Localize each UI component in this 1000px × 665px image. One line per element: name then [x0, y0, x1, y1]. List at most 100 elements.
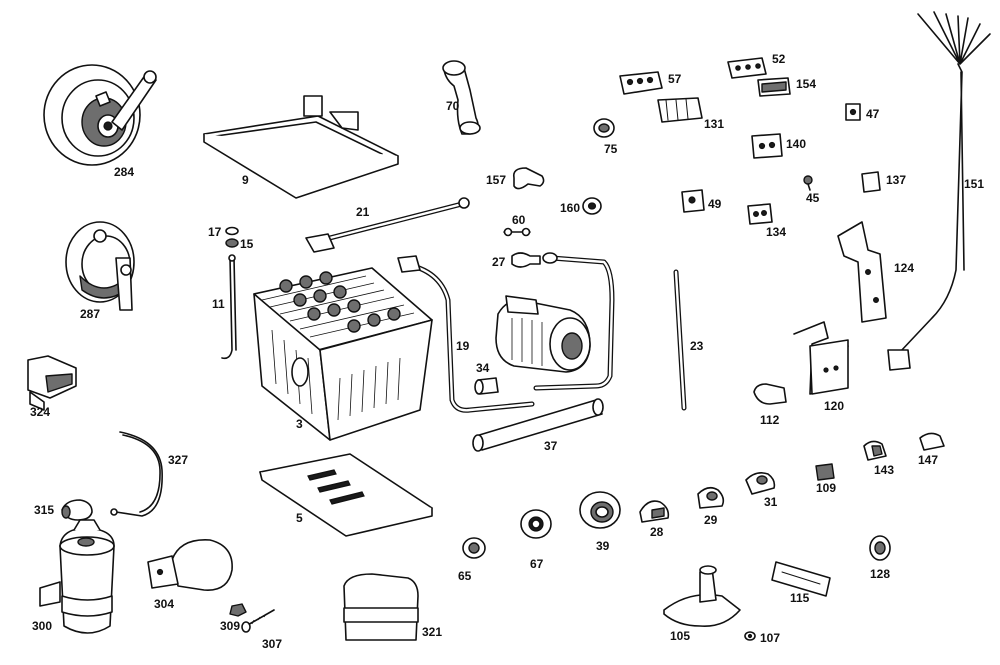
bracket-124	[837, 221, 887, 323]
label-143: 143	[874, 463, 894, 477]
washer-107	[744, 631, 756, 641]
clip-29	[697, 486, 725, 509]
cable-327	[110, 431, 163, 517]
label-47: 47	[866, 107, 880, 121]
connector-131	[657, 97, 703, 123]
label-27: 27	[492, 255, 506, 269]
connector-137	[861, 171, 881, 193]
ground-cable-21	[305, 197, 470, 253]
battery-frame-9	[203, 95, 399, 199]
cable-23	[673, 269, 687, 411]
label-45: 45	[806, 191, 820, 205]
elbow-pipe-70	[442, 60, 481, 135]
battery-tray-5	[259, 453, 433, 537]
grommet-128	[869, 535, 891, 561]
label-70: 70	[446, 99, 460, 113]
clip-112	[753, 383, 787, 405]
label-60: 60	[512, 213, 526, 227]
outlet-105	[663, 565, 741, 627]
label-309: 309	[220, 619, 240, 633]
relay-324	[27, 355, 77, 411]
clamp-27	[511, 252, 541, 268]
connector-47	[845, 103, 861, 121]
cable-harness-151	[887, 11, 991, 371]
sleeve-34	[474, 377, 499, 395]
connector-134	[747, 203, 773, 225]
clip-28	[639, 500, 670, 523]
grommet-65	[462, 537, 486, 559]
label-19: 19	[456, 339, 470, 353]
clamp-304	[147, 539, 233, 591]
label-67: 67	[530, 557, 544, 571]
tie-rod-11	[221, 254, 237, 360]
label-107: 107	[760, 631, 780, 645]
connector-140	[751, 133, 783, 159]
horn-287	[65, 221, 135, 311]
grommet-39	[579, 491, 621, 529]
label-31: 31	[764, 495, 778, 509]
label-134: 134	[766, 225, 786, 239]
label-140: 140	[786, 137, 806, 151]
label-307: 307	[262, 637, 282, 651]
label-324: 324	[30, 405, 50, 419]
label-151: 151	[964, 177, 984, 191]
label-137: 137	[886, 173, 906, 187]
label-131: 131	[704, 117, 724, 131]
label-147: 147	[918, 453, 938, 467]
grommet-67	[520, 509, 552, 539]
label-34: 34	[476, 361, 490, 375]
label-29: 29	[704, 513, 718, 527]
label-112: 112	[760, 413, 780, 427]
label-154: 154	[796, 77, 816, 91]
grommet-75	[593, 118, 615, 138]
cap-315	[61, 499, 93, 521]
label-300: 300	[32, 619, 52, 633]
connector-52	[727, 57, 767, 79]
grommet-160	[582, 197, 602, 215]
box-321	[343, 573, 419, 641]
starter-motor	[495, 252, 615, 391]
connector-154	[757, 77, 791, 97]
label-52: 52	[772, 52, 786, 66]
clip-31	[745, 472, 776, 495]
label-128: 128	[870, 567, 890, 581]
hose-37	[472, 398, 604, 452]
label-21: 21	[356, 205, 370, 219]
ignition-coil-300	[39, 519, 115, 634]
label-304: 304	[154, 597, 174, 611]
connector-57	[619, 71, 663, 95]
link-60	[503, 227, 531, 237]
terminal-157	[512, 167, 545, 190]
horn-284	[43, 64, 157, 166]
label-160: 160	[560, 201, 580, 215]
label-17: 17	[208, 225, 222, 239]
label-3: 3	[296, 417, 303, 431]
label-57: 57	[668, 72, 682, 86]
washer-17	[225, 226, 239, 236]
label-109: 109	[816, 481, 836, 495]
label-75: 75	[604, 142, 618, 156]
label-37: 37	[544, 439, 558, 453]
label-11: 11	[212, 297, 225, 311]
battery-cable-19	[397, 255, 535, 413]
label-39: 39	[596, 539, 610, 553]
label-115: 115	[790, 591, 810, 605]
screw-45	[803, 175, 813, 191]
block-109	[815, 463, 835, 481]
label-49: 49	[708, 197, 722, 211]
clip-143	[863, 440, 887, 461]
nut-15	[225, 238, 239, 248]
nut-309	[229, 603, 247, 617]
label-15: 15	[240, 237, 254, 251]
part-labels: 284 9 70 57 52 154 131 75 47 140 151 157…	[30, 52, 984, 651]
label-157: 157	[486, 173, 506, 187]
label-287: 287	[80, 307, 100, 321]
label-23: 23	[690, 339, 704, 353]
label-28: 28	[650, 525, 664, 539]
label-124: 124	[894, 261, 914, 275]
label-105: 105	[670, 629, 690, 643]
connector-49	[681, 189, 705, 213]
plate-115	[771, 561, 831, 597]
label-321: 321	[422, 625, 442, 639]
